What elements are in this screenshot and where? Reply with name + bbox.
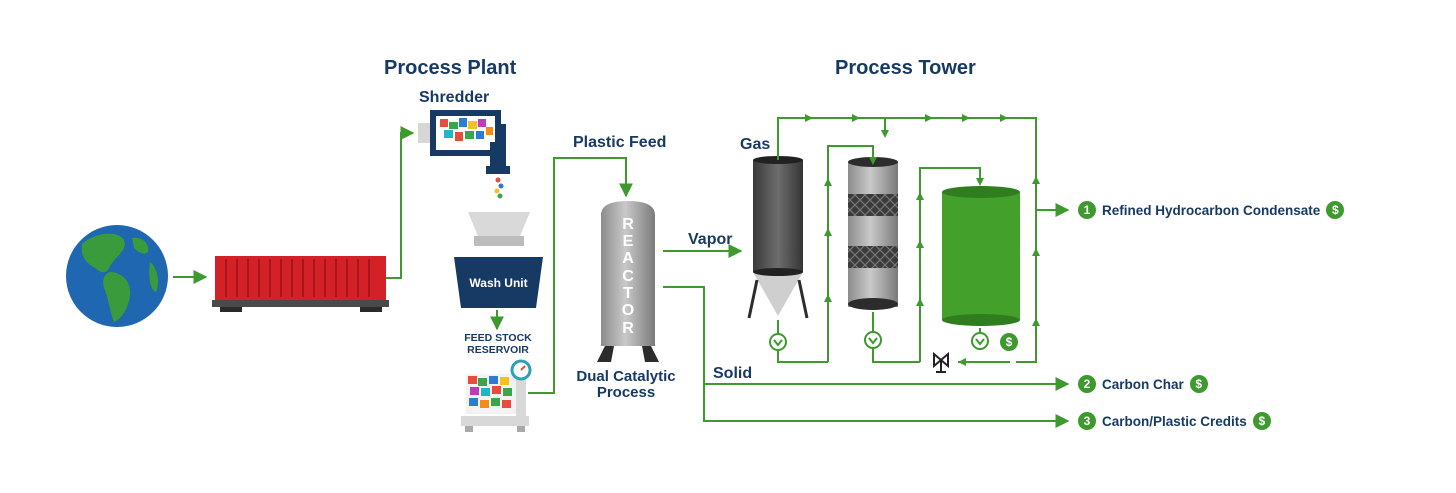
feed-stock-line1: FEED STOCK — [464, 332, 532, 344]
dual-catalytic-process-label: Dual Catalytic Process — [566, 369, 686, 401]
process-tower-heading: Process Tower — [835, 57, 976, 79]
flow-arrow — [386, 126, 415, 279]
dual-catalytic-line2: Process — [596, 384, 656, 401]
vapor-label: Vapor — [688, 231, 733, 248]
shipping-container-icon — [212, 256, 389, 312]
condensate-tank — [942, 186, 1020, 326]
plastic-feed-label: Plastic Feed — [573, 134, 667, 151]
dollar-icon: $ — [1326, 201, 1345, 219]
hopper-icon — [468, 212, 530, 246]
dual-catalytic-line1: Dual Catalytic — [576, 368, 676, 385]
output-number: 2 — [1078, 375, 1096, 393]
pump-icon — [769, 333, 787, 351]
credits-line — [703, 384, 1070, 428]
feed-stock-line2: RESERVOIR — [467, 344, 529, 356]
output-number: 1 — [1078, 201, 1096, 219]
reactor-letter: T — [623, 285, 633, 302]
wash-unit-label: Wash Unit — [469, 276, 528, 290]
dollar-icon: $ — [1252, 412, 1271, 430]
wash-unit — [454, 257, 543, 308]
dollar-icon: $ — [1189, 375, 1208, 393]
feed-stock-reservoir-label: FEED STOCK RESERVOIR — [448, 332, 548, 356]
globe-icon — [66, 225, 168, 327]
output-carbon-char: 2 Carbon Char $ — [1078, 375, 1208, 393]
valve-icon — [933, 351, 949, 373]
feed-stock-scale-icon — [461, 359, 532, 432]
shredder-icon — [418, 110, 510, 199]
process-plant-heading: Process Plant — [384, 57, 517, 79]
output-label: Refined Hydrocarbon Condensate — [1102, 202, 1321, 218]
plastic-feed-line — [528, 157, 633, 394]
output-carbon-credits: 3 Carbon/Plastic Credits $ — [1078, 412, 1271, 430]
solid-label: Solid — [713, 365, 753, 382]
solid-line — [663, 286, 1070, 391]
output-label: Carbon/Plastic Credits — [1102, 413, 1247, 429]
output-label: Carbon Char — [1102, 376, 1184, 392]
pump-icon — [864, 331, 882, 349]
gas-label: Gas — [740, 136, 771, 153]
reactor-vessel — [597, 201, 659, 362]
shredder-label: Shredder — [419, 89, 490, 106]
tower-piping — [777, 117, 1037, 363]
reactor-letter: E — [622, 233, 634, 250]
reactor-letter: O — [621, 302, 635, 319]
reactor-letter: A — [622, 250, 634, 267]
gas-separator-column — [747, 156, 809, 319]
flow-direction-markers — [805, 114, 1040, 366]
reactor-letter: R — [622, 216, 634, 233]
output-refined-condensate: 1 Refined Hydrocarbon Condensate $ — [1078, 201, 1345, 219]
pump-icon — [971, 332, 989, 350]
dollar-icon: $ — [1000, 333, 1018, 351]
reactor-letter: R — [622, 320, 634, 337]
output-number: 3 — [1078, 412, 1096, 430]
filter-column — [848, 157, 898, 310]
reactor-letter: C — [622, 268, 634, 285]
